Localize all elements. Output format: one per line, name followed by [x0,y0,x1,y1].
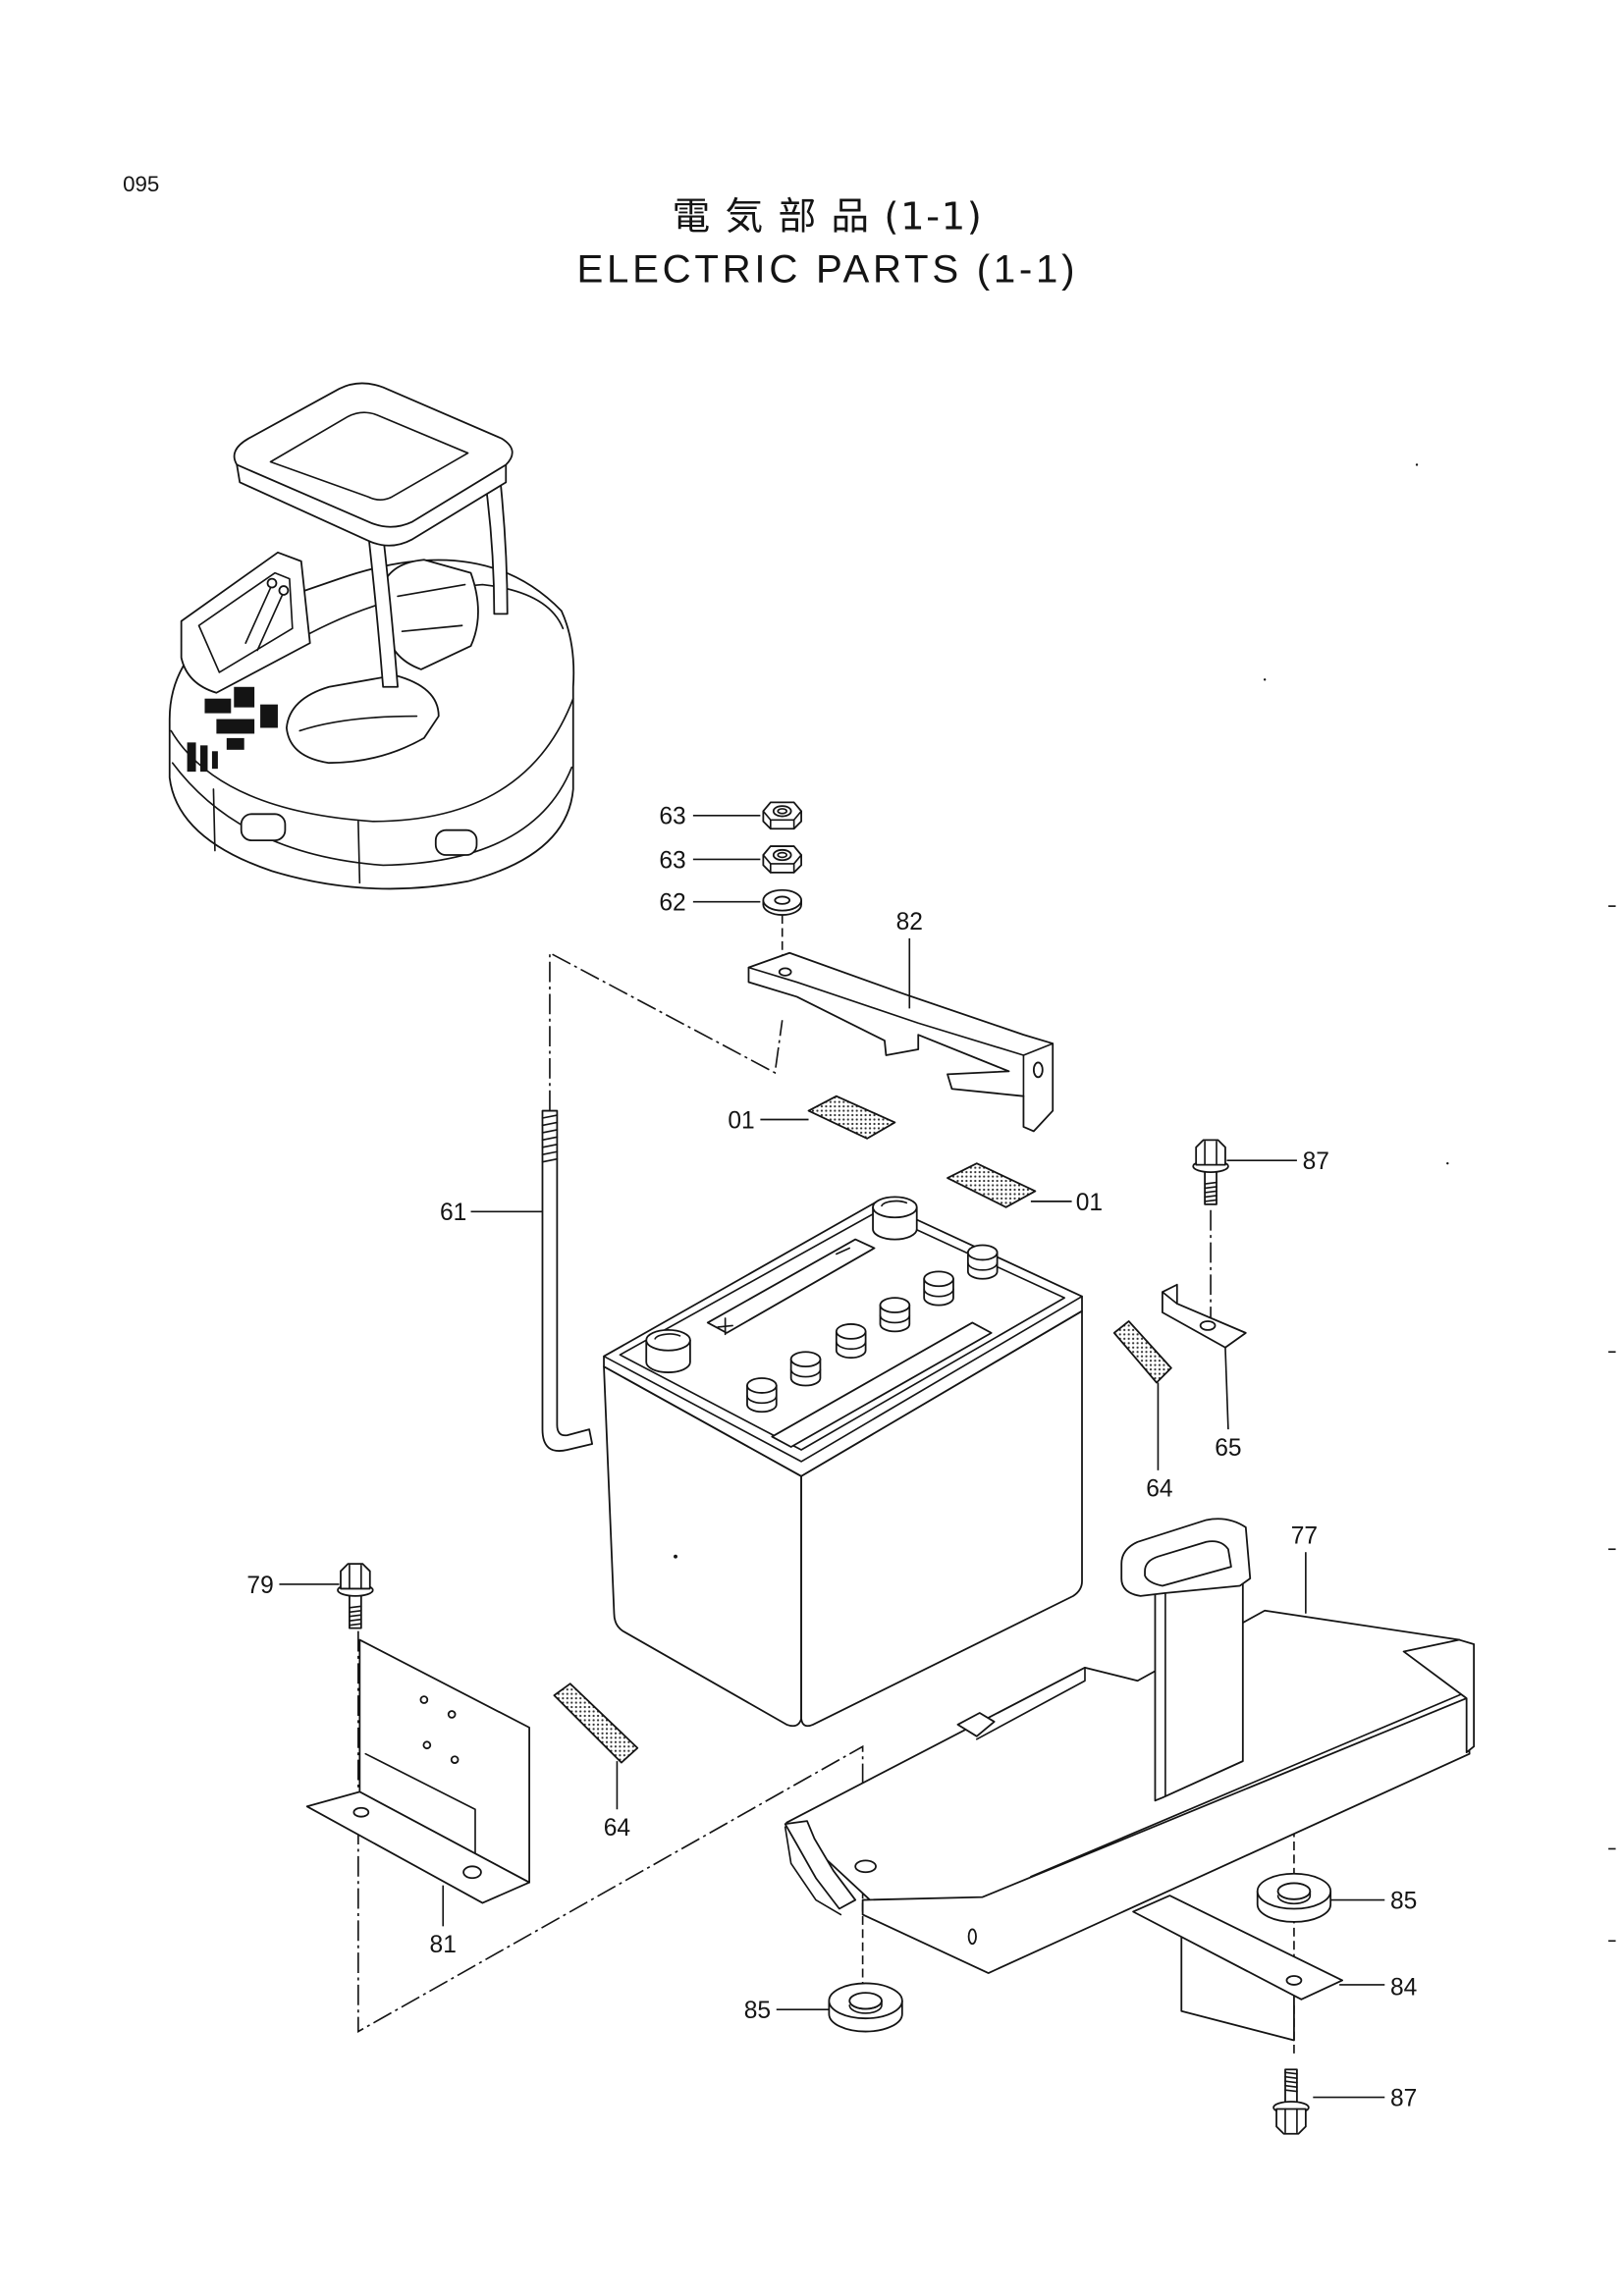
callout-label: 84 [1390,1974,1417,2001]
callout-label: 87 [1390,2086,1417,2112]
callout-label: 01 [1076,1190,1103,1216]
tray-hole-front-left [854,1859,877,1874]
callout-label: 63 [659,804,685,830]
battery [603,1196,1083,1728]
page-title-english: ELECTRIC PARTS (1-1) [577,246,1079,291]
battery-cell-cap [923,1270,954,1307]
part-87-bolt-upper [1192,1139,1229,1205]
tray-back-edge [975,1667,1086,1740]
page-title-japanese: 電 気 部 品 (1-1) [672,195,983,240]
assembly-line-rod-to-bracket [549,951,784,1111]
part-01-pad-left [807,1095,896,1140]
callout-label: 64 [1146,1476,1172,1503]
excavator-battery-location-highlight [187,686,278,773]
page-number: 095 [123,172,159,196]
part-82-hold-down-bracket [747,951,1055,1133]
minus-terminal-mark [836,1247,851,1255]
part-65-bracket [1162,1283,1247,1349]
callout-label: 65 [1215,1435,1241,1462]
rod-thread [541,1114,559,1163]
battery-cell-cap [879,1297,911,1333]
part-81-bracket [305,1638,530,1904]
callout-label: 01 [728,1107,754,1134]
excavator-lever-knob-right [278,585,290,596]
callout-label: 64 [604,1815,630,1842]
battery-front-face [603,1365,802,1728]
excavator-skirt-window-right [434,828,478,856]
tray-strap-slot [1144,1540,1232,1587]
part-64-pad-left [553,1682,639,1764]
excavator-console-line [298,715,418,732]
battery-side-face [800,1309,1083,1728]
tray-hole-front-side [967,1928,977,1946]
callout-labels: 63 63 62 82 01 01 61 87 65 64 77 79 64 8… [246,804,1417,2112]
callout-label: 85 [1390,1889,1417,1915]
tray-hook-edge [784,1826,842,1916]
tray-left-hook [784,1820,857,1910]
tray-front-lip [1030,1692,1464,1878]
excavator-seam-left [212,788,216,852]
canopy-post-front [367,534,399,688]
excavator-seam-center [357,820,361,884]
excavator-seat-seams [397,583,466,633]
battery-terminal-cap-back [872,1196,918,1241]
excavator-lever-knob-left [266,577,278,589]
battery-cell-cap [789,1351,822,1387]
plus-terminal-mark [717,1317,733,1336]
battery-label-strip [771,1321,993,1448]
callout-label: 81 [430,1932,457,1958]
excavator-deck-rim [170,697,574,823]
part-85-washer-left [828,1982,903,2033]
excavator-locator-illustration [168,382,575,890]
callout-label: 85 [744,1998,771,2024]
callout-label: 87 [1303,1148,1329,1175]
part-01-pad-right [947,1162,1037,1208]
part-84-plate [1132,1895,1343,2042]
callout-label: 79 [246,1573,273,1599]
canopy-post-rear [484,476,509,615]
callout-label: 61 [440,1200,466,1226]
part-79-bolt [337,1563,374,1629]
part-63-nut-upper [762,801,802,830]
battery-cell-cap [966,1244,999,1280]
callout-label: 77 [1291,1522,1318,1549]
battery-front-dot [674,1554,677,1559]
canopy-roof [233,382,514,528]
battery-cell-cap [835,1323,867,1360]
part-85-washer-right [1256,1872,1332,1923]
scan-edge-marks [1263,463,1616,1943]
battery-top-rim [603,1295,1083,1463]
excavator-skirt-band [171,762,573,867]
callout-label: 62 [659,890,685,917]
tray-notch [956,1712,996,1737]
part-61-hook-rod [541,1109,594,1452]
part-62-washer [762,888,802,916]
drawing-scale-group: 095 電 気 部 品 (1-1) ELECTRIC PARTS (1-1) [123,172,1616,2135]
tray-end-flange [1402,1638,1476,1754]
part-77-battery-tray [784,1518,1476,1974]
excavator-control-panel-inner [197,571,294,673]
excavator-lever-left [244,583,273,644]
callout-label: 82 [896,909,923,935]
excavator-skirt-window-left [240,813,287,842]
battery-terminal-cap-front [645,1329,691,1373]
bracket-81-inner-line [364,1752,476,1866]
callout-label: 63 [659,847,685,874]
battery-top-rim-inner [619,1210,1065,1451]
canopy-roof-panel [269,411,469,502]
part-87-bolt-lower [1272,2068,1310,2135]
excavator-lever-right [256,591,285,652]
tray-front-face [861,1697,1471,1974]
leader-lines [279,814,1385,2099]
part-64-pad-right [1112,1320,1172,1384]
battery-cell-cap [746,1377,778,1414]
battery-terminal-strip [706,1238,876,1334]
part-63-nut-lower [762,845,802,874]
leader-65 [1224,1347,1229,1430]
